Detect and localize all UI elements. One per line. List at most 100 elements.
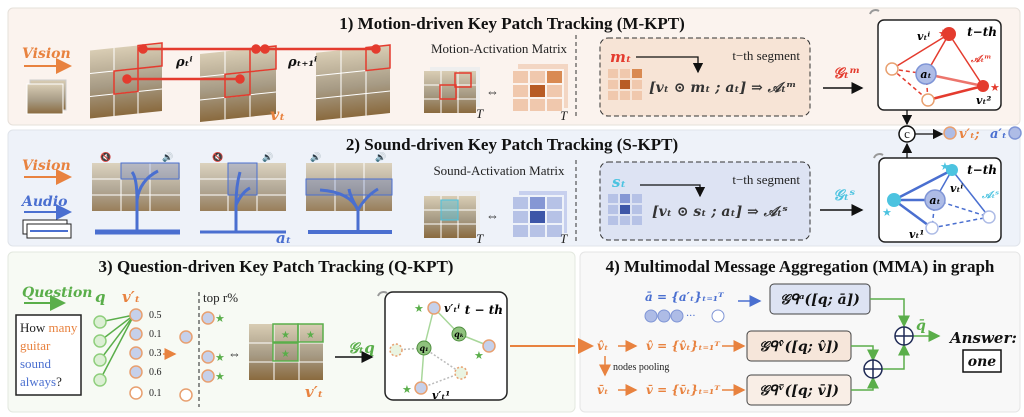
equivalence-icon: ⇔ [486, 208, 499, 223]
at-node-label: aₜ [929, 194, 940, 207]
svg-text:★: ★ [940, 160, 950, 173]
top-r-label: top r% [203, 290, 238, 305]
motion-graph: t−th aₜ vₜⁱ vₜ² 𝒜ₜᵐ ★★ [869, 8, 1002, 111]
vbar-t-label: v̄ₜ [597, 383, 608, 397]
svg-text:★: ★ [281, 349, 290, 360]
qk-node-label: qₖ [454, 329, 464, 339]
question-input-label: Question [22, 285, 92, 301]
vi-node-label: v′ₜⁱ [444, 302, 460, 315]
svg-text:★: ★ [474, 349, 484, 362]
tth-label: t−th [967, 163, 997, 177]
A-edge-label: 𝒜ₜˢ [981, 190, 999, 201]
panel-mma: 4) Multimodal Message Aggregation (MMA) … [578, 251, 1021, 413]
T-label: T [476, 231, 484, 246]
panel2-title: 2) Sound-driven Key Patch Tracking (S-KP… [346, 135, 678, 154]
question-text: How many guitar sound always? [20, 320, 81, 389]
mt-label: mₜ [610, 48, 631, 66]
svg-text:···: ··· [686, 311, 696, 322]
svg-text:🔊: 🔊 [375, 151, 386, 163]
motion-graph-op: 𝒢ₜᵐ [833, 64, 860, 82]
rho-t1-label: ρₜ₊₁ⁱ [287, 55, 317, 70]
svg-text:🔊: 🔊 [310, 151, 321, 163]
vi-node-label: vₜⁱ [950, 182, 963, 195]
concat-output: c v′ₜ; a′ₜ [898, 110, 1022, 158]
qbar-label: q̄ [916, 318, 926, 334]
st-matrix [606, 192, 644, 227]
vt-prime-label: v′ₜ [305, 383, 323, 401]
self-loop-icon [873, 152, 884, 159]
svg-text:★: ★ [402, 383, 412, 396]
sound-activation-matrix: T [511, 189, 569, 246]
sound-formula: [vₜ ⊙ sₜ ; aₜ] ⇒ 𝒜ₜˢ [652, 204, 788, 220]
output-v-label: v′ₜ; [959, 127, 980, 142]
vision-input-label: Vision [22, 46, 71, 62]
vt-label: vₜ [270, 105, 285, 124]
sum-icon [894, 326, 914, 346]
nodes-pooling-label: nodes pooling [613, 362, 669, 373]
concat-label: c [904, 126, 910, 141]
video-frame-3 [316, 44, 391, 121]
panel1-title: 1) Motion-driven Key Patch Tracking (M-K… [339, 14, 684, 33]
vision-input-label: Vision [22, 158, 71, 174]
question-box [15, 314, 82, 396]
svg-text:★: ★ [215, 351, 225, 364]
mt-matrix [606, 67, 644, 102]
st-label: sₜ [612, 173, 626, 191]
sound-graph: t−th aₜ vₜⁱ vₜ¹ 𝒜ₜˢ ★ ★ [873, 152, 1002, 243]
panel4-title: 4) Multimodal Message Aggregation (MMA) … [606, 257, 995, 276]
audio-visual-frames: 🔇🔊🔇🔊🔊🔊 aₜ [92, 151, 393, 247]
svg-text:★: ★ [215, 312, 225, 325]
at-label: aₜ [276, 229, 291, 247]
svg-text:🔊: 🔊 [262, 151, 273, 163]
question-frame: ★★★ [249, 323, 324, 380]
self-loop-icon [377, 290, 388, 297]
svg-text:🔊: 🔊 [162, 151, 173, 163]
A-edge-label: 𝒜ₜᵐ [970, 54, 991, 65]
equivalence-icon: ⇔ [228, 346, 241, 361]
panel-question-kpt: 3) Question-driven Key Patch Tracking (Q… [7, 251, 576, 413]
q1-node-label: q₁ [419, 343, 428, 353]
segment-label: t−th segment [732, 172, 800, 187]
answer-label: Answer: [948, 329, 1017, 347]
svg-text:★: ★ [281, 330, 290, 341]
motion-activation-matrix: T [511, 64, 568, 123]
sound-matrix-label: Sound-Activation Matrix [433, 163, 565, 178]
panel-motion-kpt: 1) Motion-driven Key Patch Tracking (M-K… [7, 7, 1021, 126]
tth-label: t − th [465, 303, 503, 317]
equivalence-icon: ⇔ [486, 84, 499, 99]
vi-node-label: vₜⁱ [917, 30, 930, 43]
svg-text:★: ★ [938, 27, 948, 40]
score: 0.3 [149, 348, 162, 359]
score: 0.1 [149, 329, 162, 340]
question-graph: t − th qₖ q₁ v′ₜⁱ v′ₜ¹ ★★★ [377, 290, 508, 402]
audio-node-sequence: ··· [644, 309, 725, 323]
answer-value: one [968, 354, 997, 370]
abar-formula: ā = {a′ₜ}ₜ₌₁ᵀ [645, 290, 725, 304]
v2-node-label: vₜ² [976, 94, 991, 107]
frame-stack-thumbnail [26, 79, 67, 115]
question-attention: 0.50.10.30.60.1 top r% ★★★ [93, 290, 238, 407]
svg-text:★: ★ [882, 206, 892, 219]
segment-box [599, 161, 811, 241]
box-q-vhat-label: 𝒢ᑫᵛ̂([q; v̂]) [759, 339, 839, 355]
motion-tracks [122, 44, 381, 84]
v1-node-label: vₜ¹ [909, 228, 924, 241]
output-a-label: a′ₜ [990, 127, 1007, 142]
rho-t-label: ρₜⁱ [175, 55, 193, 70]
motion-frames-stack: T [424, 67, 484, 121]
vhat-t-label: v̂ₜ [597, 339, 608, 353]
panel3-title: 3) Question-driven Key Patch Tracking (Q… [99, 257, 454, 276]
segment-label: t−th segment [732, 48, 800, 63]
panel-sound-kpt: 2) Sound-driven Key Patch Tracking (S-KP… [7, 110, 1022, 247]
box-q-vbar-label: 𝒢ᑫᵛ̄([q; v̄]) [759, 383, 839, 399]
score: 0.5 [149, 310, 162, 321]
self-loop-icon [869, 8, 880, 15]
svg-text:🔇: 🔇 [100, 151, 111, 163]
at-node-label: aₜ [920, 68, 931, 81]
T-label: T [476, 106, 484, 121]
box-q-abar-label: 𝒢ᑫᵃ([q; ā]) [780, 292, 860, 308]
q-label: q [95, 288, 106, 306]
tth-label: t−th [967, 25, 997, 39]
score: 0.1 [149, 388, 162, 399]
